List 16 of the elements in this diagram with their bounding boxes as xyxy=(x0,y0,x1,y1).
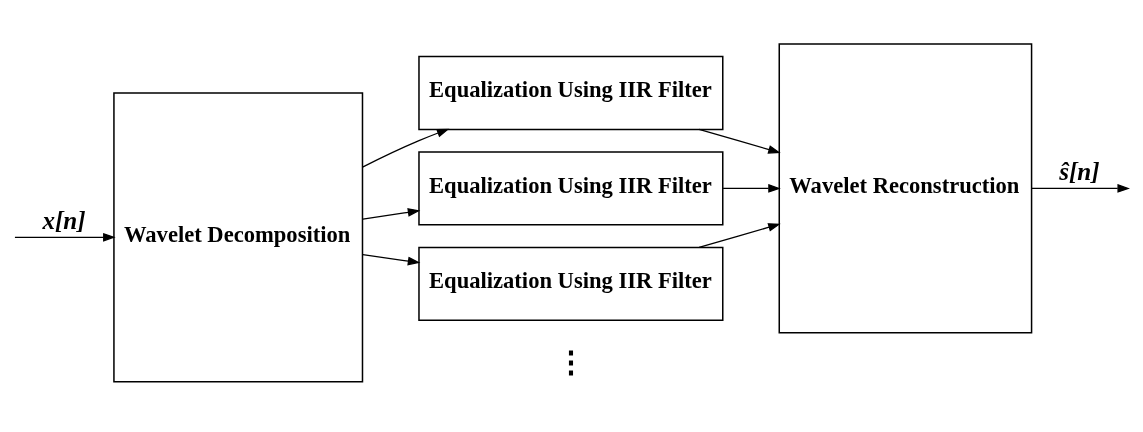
arrow xyxy=(698,223,781,248)
arrow xyxy=(361,128,450,168)
node-box: Wavelet Decomposition xyxy=(113,92,364,383)
arrow xyxy=(362,254,421,266)
arrow xyxy=(1031,184,1130,193)
arrow xyxy=(362,208,421,220)
edge-label: x[n] xyxy=(42,206,86,234)
arrow xyxy=(722,184,781,193)
node-box: Equalization Using IIR Filter xyxy=(418,246,724,321)
arrow xyxy=(14,232,116,242)
edge-label: ŝ[n] xyxy=(1059,157,1100,185)
node-box: Wavelet Reconstruction xyxy=(778,43,1033,334)
label: ⋮ xyxy=(556,344,587,379)
node-box: Equalization Using IIR Filter xyxy=(418,151,724,226)
node-box: Equalization Using IIR Filter xyxy=(418,55,724,131)
arrow xyxy=(698,128,781,154)
